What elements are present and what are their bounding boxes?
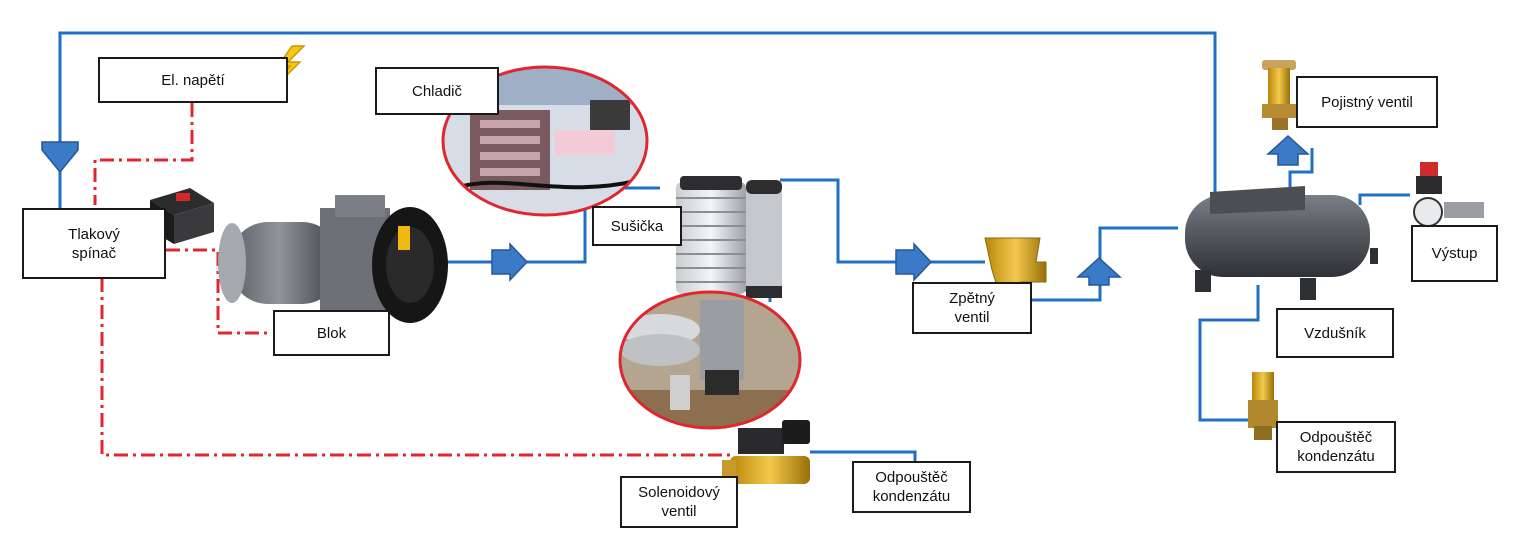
solenoidovy-ventil-label: Solenoidový ventil: [620, 476, 738, 528]
tank-drain-valve-image: [1248, 372, 1278, 440]
regulator-image: [1413, 162, 1484, 227]
flow-arrow-icon: [491, 242, 529, 282]
electric-line-to-block: [166, 248, 272, 335]
flow-arrows: [41, 134, 1310, 286]
flow-arrow-icon: [41, 141, 79, 174]
electric-lines: [93, 103, 732, 457]
pojistny-ventil-label: Pojistný ventil: [1296, 76, 1438, 128]
air-line-tank-to-safety: [1288, 148, 1314, 200]
motor-block-image: [218, 195, 448, 323]
safety-valve-image: [1262, 60, 1296, 130]
flow-arrow-icon: [1076, 256, 1122, 286]
electric-line-supply: [93, 103, 194, 205]
odpoustec-kondenzatu-label-2: Odpouštěč kondenzátu: [1276, 421, 1396, 473]
vystup-label: Výstup: [1411, 225, 1498, 282]
zpetny-ventil-label: Zpětný ventil: [912, 282, 1032, 334]
tlakovy-spinac-label: Tlakový spínač: [22, 208, 166, 279]
air-tank-image: [1185, 186, 1378, 300]
el-napeti-label: El. napětí: [98, 57, 288, 103]
chladic-label: Chladič: [375, 67, 499, 115]
vzdusnik-label: Vzdušník: [1276, 308, 1394, 358]
solenoid-valve-image: [722, 420, 810, 484]
dryer-drain-photo: [618, 290, 802, 430]
flow-arrow-icon: [1266, 134, 1310, 166]
flow-arrow-icon: [895, 242, 933, 282]
air-line-tank-to-drain: [1198, 285, 1260, 422]
odpoustec-kondenzatu-label-1: Odpouštěč kondenzátu: [852, 461, 971, 513]
air-line-tank-to-outlet: [1358, 193, 1410, 205]
dryer-image: [676, 176, 782, 298]
air-line-dryer-to-check: [780, 178, 985, 264]
electric-line-to-solenoid: [100, 278, 732, 457]
blok-label: Blok: [273, 310, 390, 356]
air-line-solenoid-drain: [810, 450, 917, 462]
susicka-label: Sušička: [592, 206, 682, 246]
